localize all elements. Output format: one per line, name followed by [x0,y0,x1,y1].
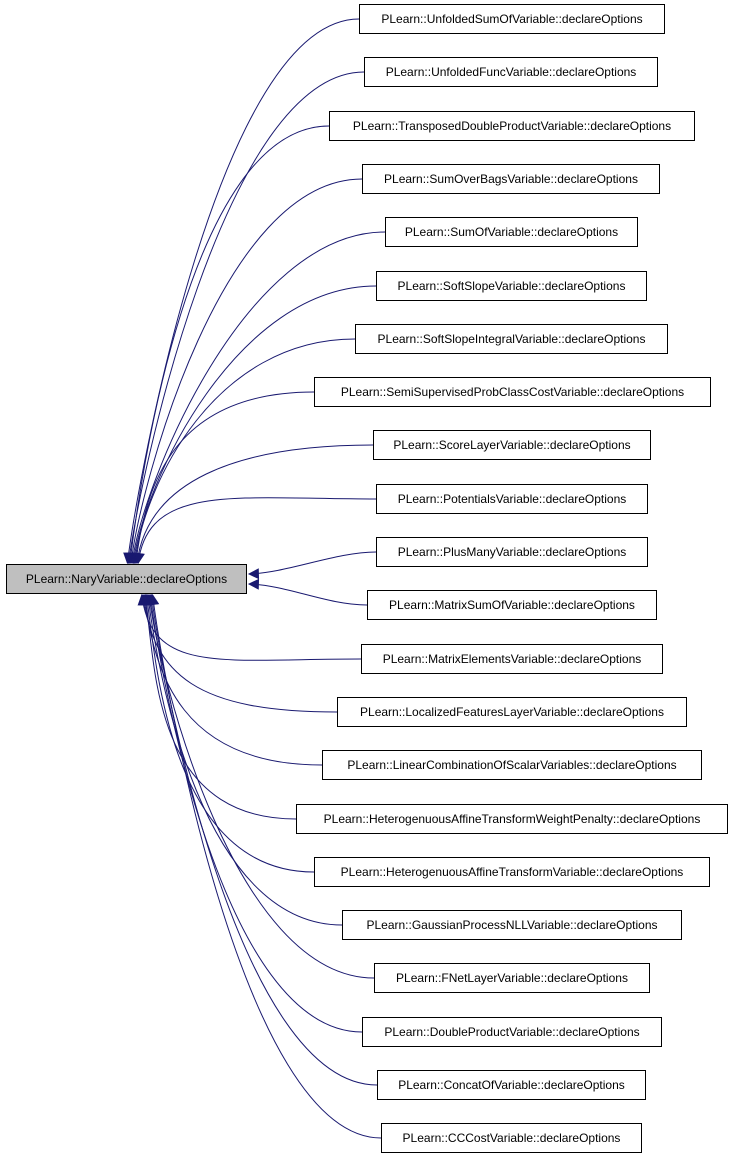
root-node[interactable]: PLearn::NaryVariable::declareOptions [6,564,247,594]
call-edge [139,593,323,766]
caller-node[interactable]: PLearn::HeterogenuousAffineTransformVari… [314,857,710,887]
call-edge [132,444,374,565]
caller-node[interactable]: PLearn::SumOfVariable::declareOptions [385,217,638,247]
call-edge [123,18,360,565]
call-edge [133,497,377,565]
caller-node[interactable]: PLearn::PotentialsVariable::declareOptio… [376,484,648,514]
call-edge [127,231,386,565]
caller-node[interactable]: PLearn::MatrixElementsVariable::declareO… [361,644,663,674]
call-edge [125,125,330,565]
call-edge [142,593,315,873]
caller-node[interactable]: PLearn::UnfoldedSumOfVariable::declareOp… [359,4,665,34]
call-edge [137,593,362,661]
call-edge [247,578,368,606]
caller-node[interactable]: PLearn::SoftSlopeIntegralVariable::decla… [355,324,668,354]
call-edge [247,551,377,580]
caller-node[interactable]: PLearn::SemiSupervisedProbClassCostVaria… [314,377,711,407]
caller-node[interactable]: PLearn::HeterogenuousAffineTransformWeig… [296,804,728,834]
caller-node[interactable]: PLearn::LocalizedFeaturesLayerVariable::… [337,697,687,727]
call-edge [126,178,363,565]
caller-node[interactable]: PLearn::SoftSlopeVariable::declareOption… [376,271,647,301]
caller-node[interactable]: PLearn::GaussianProcessNLLVariable::decl… [342,910,682,940]
caller-node[interactable]: PLearn::SumOverBagsVariable::declareOpti… [362,164,660,194]
caller-node[interactable]: PLearn::MatrixSumOfVariable::declareOpti… [367,590,657,620]
caller-node[interactable]: PLearn::LinearCombinationOfScalarVariabl… [322,750,702,780]
call-edge [130,338,356,565]
caller-node[interactable]: PLearn::DoubleProductVariable::declareOp… [362,1017,662,1047]
caller-node[interactable]: PLearn::TransposedDoubleProductVariable:… [329,111,695,141]
call-edge [129,285,377,565]
caller-node[interactable]: PLearn::ScoreLayerVariable::declareOptio… [373,430,651,460]
call-edge [148,593,382,1139]
call-edge [124,71,365,565]
call-edge [131,391,315,565]
call-edge [141,593,297,820]
call-edge [147,593,378,1086]
caller-node[interactable]: PLearn::CCCostVariable::declareOptions [381,1123,642,1153]
caller-node[interactable]: PLearn::UnfoldedFuncVariable::declareOpt… [364,57,658,87]
caller-node[interactable]: PLearn::FNetLayerVariable::declareOption… [374,963,650,993]
caller-node[interactable]: PLearn::PlusManyVariable::declareOptions [376,537,648,567]
caller-node[interactable]: PLearn::ConcatOfVariable::declareOptions [377,1070,646,1100]
call-edge [138,593,338,713]
call-edge [145,593,363,1033]
call-edge [143,593,343,926]
